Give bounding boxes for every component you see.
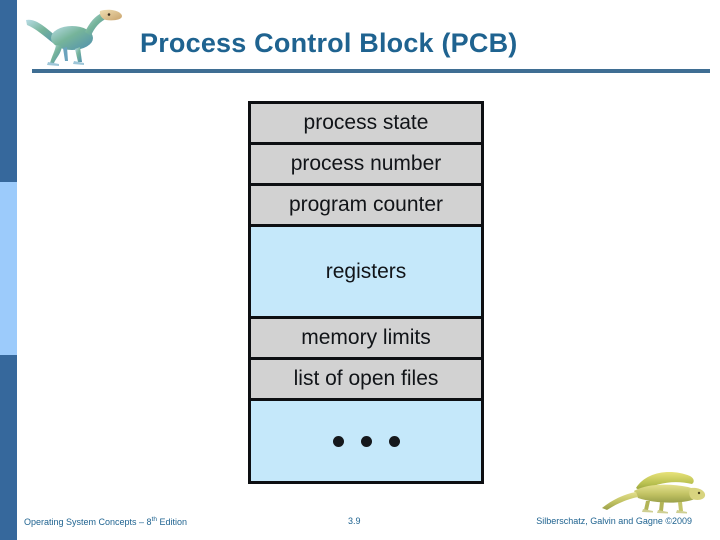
pcb-field-program-counter: program counter xyxy=(251,186,481,227)
pcb-field-memory-limits: memory limits xyxy=(251,319,481,360)
pcb-field-label: program counter xyxy=(288,193,444,216)
footer-edition-main: Operating System Concepts – 8 xyxy=(24,517,152,527)
page-title: Process Control Block (PCB) xyxy=(140,28,518,58)
slide-number: 3.9 xyxy=(348,516,361,526)
title-underline-rule xyxy=(32,69,710,73)
dinosaur-icon xyxy=(22,2,126,68)
pcb-field-process-number: process number xyxy=(251,145,481,186)
ellipsis-dot xyxy=(360,435,372,447)
sidebar-decoration xyxy=(0,0,17,540)
ellipsis-dot xyxy=(388,435,400,447)
pcb-field-label: registers xyxy=(325,259,407,283)
pcb-field-process-state: process state xyxy=(251,104,481,145)
slide-footer: Operating System Concepts – 8th Edition … xyxy=(0,506,720,540)
dimetrodon-icon xyxy=(598,466,710,514)
footer-copyright: Silberschatz, Galvin and Gagne ©2009 xyxy=(536,516,692,526)
slide-header: Process Control Block (PCB) xyxy=(0,0,720,78)
pcb-field-list-of-open-files: list of open files xyxy=(251,360,481,401)
ellipsis-dot xyxy=(332,435,344,447)
pcb-field-ellipsis xyxy=(251,401,481,481)
pcb-field-label: memory limits xyxy=(301,326,431,349)
footer-edition-tail: Edition xyxy=(157,517,188,527)
pcb-field-label: list of open files xyxy=(293,367,439,390)
pcb-field-registers: registers xyxy=(251,227,481,319)
sidebar-segment-middle xyxy=(0,182,17,355)
pcb-field-label: process state xyxy=(303,111,429,134)
pcb-field-label: process number xyxy=(290,152,442,175)
ellipsis-icon xyxy=(251,435,481,447)
sidebar-segment-top xyxy=(0,0,17,182)
footer-edition-text: Operating System Concepts – 8th Edition xyxy=(24,516,187,527)
pcb-diagram: process state process number program cou… xyxy=(248,101,484,484)
footer-edition-ordinal: th xyxy=(151,516,157,523)
sidebar-segment-bottom xyxy=(0,355,17,540)
